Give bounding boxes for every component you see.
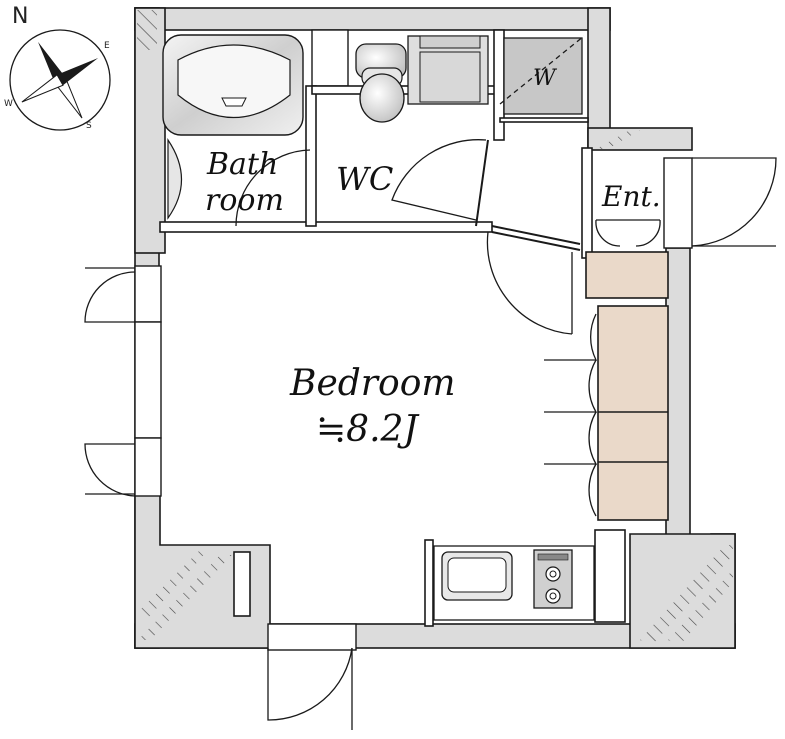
bathtub	[162, 34, 304, 136]
bedroom-label: Bedroom	[290, 363, 456, 404]
toilet	[355, 43, 407, 123]
wc-label: WC	[336, 160, 394, 198]
bath-basin-curve	[167, 138, 183, 220]
wc-sink-cabinet	[407, 35, 489, 105]
entrance-label: Ent.	[602, 180, 661, 213]
wall-hatching	[137, 10, 733, 645]
compass-west-label: W	[4, 99, 13, 109]
washer-space	[499, 35, 585, 115]
door-swings	[84, 139, 777, 730]
compass-north-label: N	[12, 4, 29, 29]
compass-rose	[9, 29, 111, 131]
compass-east-label: E	[104, 41, 110, 51]
compass-south-label: S	[86, 121, 92, 131]
closet-label: W	[533, 66, 556, 91]
storage-units	[585, 251, 669, 521]
kitchen-counter	[433, 545, 595, 621]
angled-partition	[475, 139, 581, 251]
wall-openings	[134, 29, 693, 651]
bath-label-line2: room	[205, 183, 284, 218]
bedroom-size-label: ≒8.2J	[316, 409, 418, 450]
bath-label-line1: Bath	[207, 147, 279, 182]
